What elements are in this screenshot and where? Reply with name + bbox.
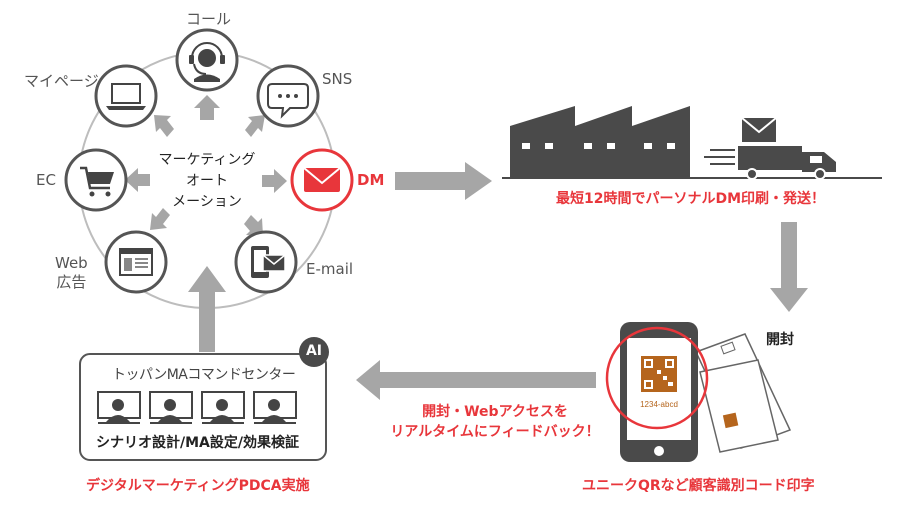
arrow-to-call [194,95,220,120]
dm-code-caption: ユニークQRなど顧客識別コード印字 [582,478,815,494]
command-center-title: トッパンMAコマンドセンター [112,367,296,383]
dm-cards [694,333,792,453]
feedback-text: 開封・Webアクセスを リアルタイムにフィードバック！ [390,402,600,442]
browser-window-icon [119,248,153,276]
arrow-to-webad [150,208,170,230]
call-label: コール [186,10,232,28]
factory-icon [510,106,690,178]
mypage-label: マイページ [24,72,99,90]
ma-center-line1: マーケティング [158,152,256,168]
arrow-to-sns [245,115,265,137]
webad-label: Web 広告 [55,254,88,292]
delivery-truck-icon [738,117,836,180]
arrow-feedback [356,360,596,400]
arrow-to-mypage [154,115,174,137]
feedback-line1: 開封・Webアクセスを [422,404,568,420]
ai-badge-label: AI [305,343,323,359]
command-center-subtitle: シナリオ設計/MA設定/効果検証 [96,435,299,451]
chat-bubble-icon [267,83,309,119]
arrow-to-ring [188,266,226,352]
ma-center-line2: オート [186,173,228,189]
arrow-to-email [244,215,263,236]
shopping-cart-icon [80,166,114,197]
envelope-red-icon [303,167,341,192]
open-label: 開封 [766,332,794,348]
dm-label: DM [357,171,385,189]
ec-label: EC [36,171,56,189]
qr-code-text: 1234-abcd [640,400,678,409]
phone-mail-icon [251,246,286,278]
sns-label: SNS [322,70,353,88]
feedback-line2: リアルタイムにフィードバック！ [390,424,600,440]
speed-lines [704,149,735,165]
smartphone-icon [620,322,698,462]
ma-center-text: マーケティング オート メーション [145,150,269,213]
command-center-caption: デジタルマーケティングPDCA実施 [86,478,310,494]
arrow-to-dm [262,169,287,193]
laptop-icon [106,83,146,110]
webad-label-line2: 広告 [56,273,87,291]
small-qr-code [722,412,739,429]
ai-badge [299,337,329,367]
production-caption: 最短12時間でパーソナルDM印刷・発送！ [556,191,826,207]
highlight-circle [605,326,709,430]
webad-label-line1: Web [55,254,88,272]
arrow-to-production [395,162,492,200]
cycle-arrows [125,95,287,236]
email-label: E-mail [306,260,354,278]
arrow-to-open [770,222,808,312]
arrow-to-ec [125,168,150,192]
headset-icon [189,42,225,82]
ma-center-line3: メーション [172,194,242,210]
operators-icon [97,391,297,424]
